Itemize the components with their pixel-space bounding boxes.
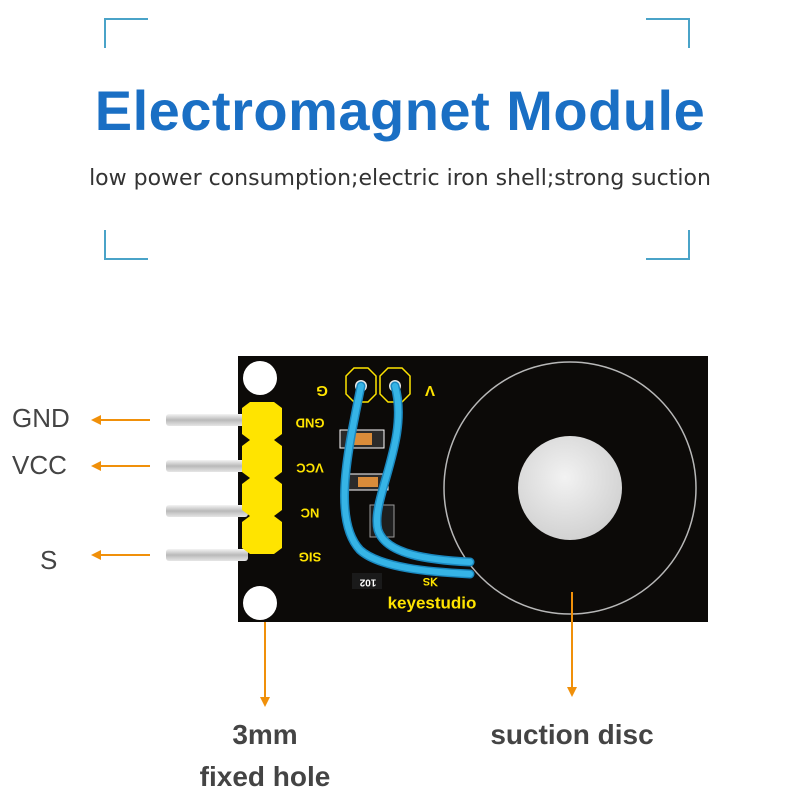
smd-resistor bbox=[352, 573, 382, 589]
coil-wire-g bbox=[341, 383, 473, 577]
silk-label-sig: SIG bbox=[299, 550, 321, 565]
silk-label-vcc: VCC bbox=[296, 461, 324, 476]
corner-bracket-top-left bbox=[104, 18, 148, 48]
fixed-hole-size: 3mm bbox=[232, 719, 298, 750]
s-callout-label: S bbox=[40, 545, 58, 575]
fixed-hole-text: fixed hole bbox=[199, 761, 331, 792]
pin-header bbox=[242, 402, 282, 554]
page-title: Electromagnet Module bbox=[94, 79, 706, 142]
suction-disc-core bbox=[518, 436, 622, 540]
vcc-callout-label: VCC bbox=[12, 450, 67, 480]
coil-wire-v bbox=[373, 383, 473, 565]
corner-bracket-bottom-left bbox=[104, 230, 148, 260]
resistor-code: 102 bbox=[359, 576, 376, 587]
diode-body bbox=[352, 433, 372, 445]
coil-pad-label-g: G bbox=[316, 382, 328, 399]
silk-label-nc: NC bbox=[300, 506, 319, 521]
brand-logo: keyestudio bbox=[388, 593, 477, 612]
corner-bracket-bottom-right bbox=[646, 230, 690, 260]
coil-pad-label-v: V bbox=[425, 382, 435, 399]
fixed-hole-callout: 3mm fixed hole bbox=[180, 714, 350, 798]
pin-lead-vcc bbox=[166, 460, 248, 472]
gnd-callout-label: GND bbox=[12, 403, 70, 433]
pin-lead-nc bbox=[166, 505, 248, 517]
brand-mark-icon: ꓘS bbox=[423, 575, 439, 587]
capacitor-body bbox=[358, 477, 378, 487]
suction-disc-callout: suction disc bbox=[490, 719, 654, 750]
silk-label-gnd: GND bbox=[296, 416, 325, 431]
coil-pad-outline-g bbox=[345, 367, 377, 403]
coil-pad-outline-v bbox=[379, 367, 411, 403]
page-subtitle: low power consumption;electric iron shel… bbox=[89, 166, 711, 191]
pin-lead-sig bbox=[166, 549, 248, 561]
corner-bracket-top-right bbox=[646, 18, 690, 48]
mounting-hole-top bbox=[243, 361, 277, 395]
mounting-hole-bottom bbox=[243, 586, 277, 620]
pin-lead-gnd bbox=[166, 414, 248, 426]
